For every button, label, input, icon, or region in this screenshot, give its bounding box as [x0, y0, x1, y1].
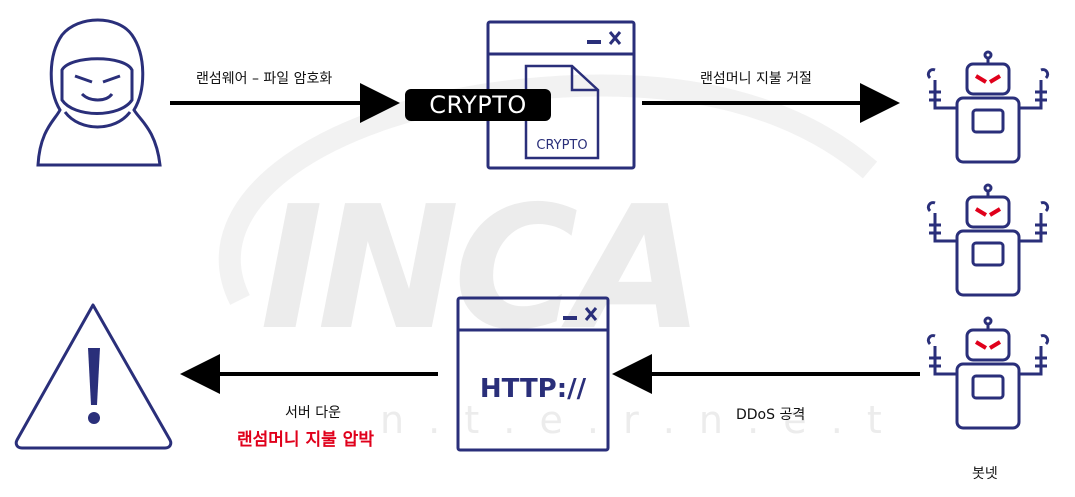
right-arrow-label: 랜섬머니 지불 거절: [700, 68, 812, 88]
botnet-label: 봇넷: [972, 463, 998, 483]
robot-icon-1: [928, 52, 1047, 162]
crypto-badge: CRYPTO: [405, 89, 551, 121]
robot-icon-3: [928, 318, 1047, 428]
server-down-label: 서버 다운: [285, 402, 341, 422]
extort-label: 랜섬머니 지불 압박: [237, 425, 374, 450]
warning-icon: [16, 305, 171, 448]
http-label: HTTP://: [458, 374, 608, 404]
crypto-file-label: CRYPTO: [526, 138, 598, 153]
ddos-label: DDoS 공격: [736, 404, 805, 424]
hacker-icon: [38, 20, 160, 165]
top-arrow-label: 랜섬웨어 – 파일 암호화: [196, 68, 332, 88]
robot-icon-2: [928, 185, 1047, 295]
